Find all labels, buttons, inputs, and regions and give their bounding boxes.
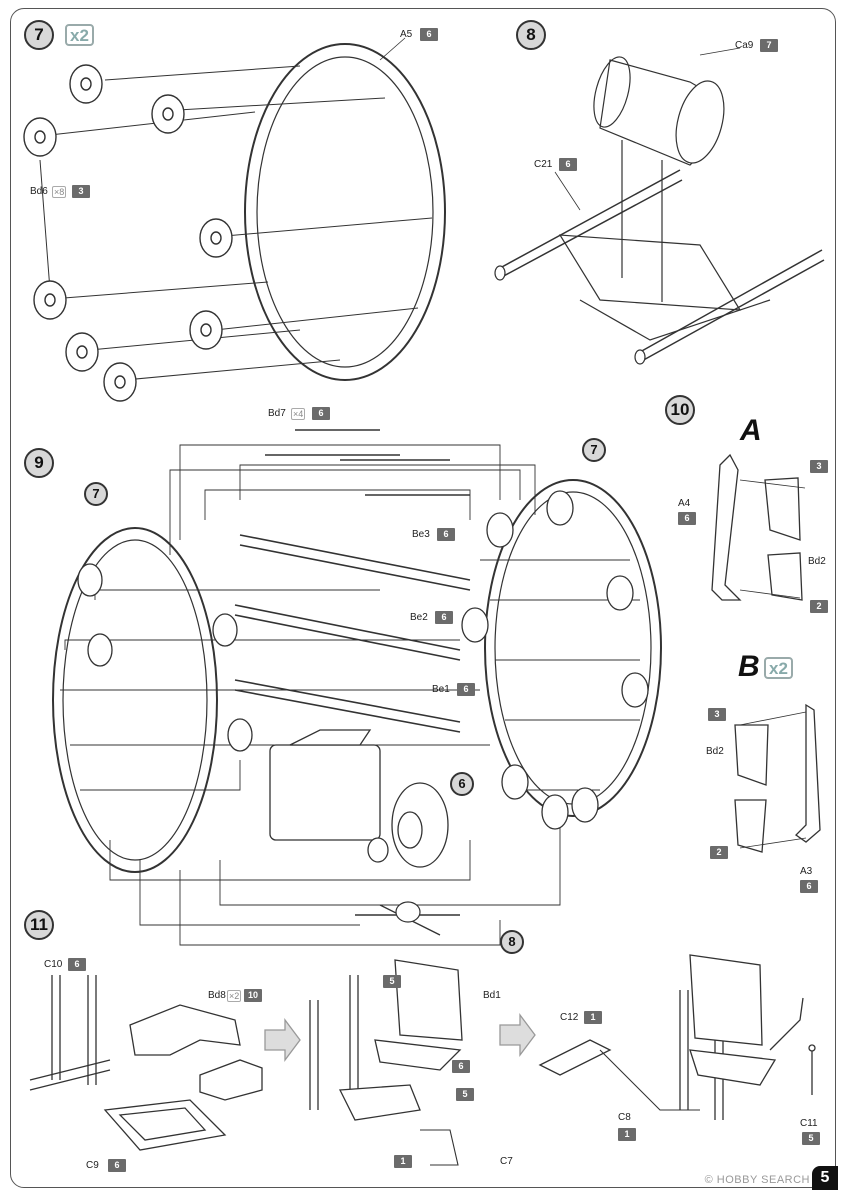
part-c11-label: C11	[800, 1118, 818, 1129]
page-number: 5	[812, 1166, 838, 1190]
part-be2-sprue: 6	[435, 611, 453, 624]
part-bd8-mult: ×2	[227, 990, 242, 1002]
part-10a-2-sprue: 2	[810, 600, 828, 613]
part-c8-sprue: 1	[618, 1128, 636, 1141]
step-7-number: 7	[24, 20, 54, 50]
part-c10-sprue: 6	[68, 958, 86, 971]
part-10a-bd2-label: Bd2	[808, 556, 826, 567]
step-10-variant-b: B	[738, 650, 760, 683]
part-a4-sprue: 6	[678, 512, 696, 525]
step9-drawing	[52, 429, 662, 946]
part-ca9-sprue: 7	[760, 39, 778, 52]
part-bd6-sprue: 3	[72, 185, 90, 198]
step-10-variant-b-multiplier: x2	[764, 657, 793, 679]
step7-drawing	[23, 37, 446, 402]
part-bd1-label: Bd1	[483, 990, 501, 1001]
part-a3-label: A3	[800, 866, 813, 877]
step-10-number: 10	[665, 395, 695, 425]
part-be3-label: Be3	[412, 529, 430, 540]
part-be3-sprue: 6	[437, 528, 455, 541]
step-9-ref-7-left: 7	[84, 482, 108, 506]
part-bd8-sprue: 10	[244, 989, 262, 1002]
part-bd6-label: Bd6	[30, 186, 48, 197]
part-c11-sprue: 5	[802, 1132, 820, 1145]
part-bd7-mult: ×4	[291, 408, 306, 420]
step-9-ref-6: 6	[450, 772, 474, 796]
step-9-number: 9	[24, 448, 54, 478]
part-a5-sprue: 6	[420, 28, 438, 41]
part-c10-label: C10	[44, 959, 63, 970]
part-a3-sprue: 6	[800, 880, 818, 893]
part-c7-label: C7	[500, 1156, 513, 1167]
step10-drawing	[711, 453, 821, 853]
part-be2-label: Be2	[410, 612, 428, 623]
step-10-variant-a: A	[740, 414, 762, 447]
part-c8-label: C8	[618, 1112, 631, 1123]
part-10a-3-sprue: 3	[810, 460, 828, 473]
part-bd6-mult: ×8	[52, 186, 67, 198]
part-bd7-label: Bd7	[268, 408, 286, 419]
part-a4-label: A4	[678, 498, 691, 509]
part-c12-sprue: 1	[584, 1011, 602, 1024]
step-8-number: 8	[516, 20, 546, 50]
part-c9-label: C9	[86, 1160, 99, 1171]
part-10b-bd2-label: Bd2	[706, 746, 724, 757]
part-10b-3-sprue: 3	[708, 708, 726, 721]
step-7-multiplier: x2	[65, 24, 94, 46]
part-11-6-sprue: 6	[452, 1060, 470, 1073]
part-a5-label: A5	[400, 29, 413, 40]
part-be1-sprue: 6	[457, 683, 475, 696]
part-10b-2-sprue: 2	[710, 846, 728, 859]
part-be1-label: Be1	[432, 684, 450, 695]
part-c21-sprue: 6	[559, 158, 577, 171]
part-bd8-label: Bd8	[208, 990, 226, 1001]
part-bd7-sprue: 6	[312, 407, 330, 420]
step-9-ref-7-right: 7	[582, 438, 606, 462]
part-11-5a-sprue: 5	[383, 975, 401, 988]
part-11-5b-sprue: 5	[456, 1088, 474, 1101]
part-c21-label: C21	[534, 159, 553, 170]
step8-drawing	[494, 47, 825, 365]
part-c9-sprue: 6	[108, 1159, 126, 1172]
watermark: © HOBBY SEARCH	[704, 1174, 810, 1186]
part-c7-sprue: 1	[394, 1155, 412, 1168]
part-ca9-label: Ca9	[735, 40, 754, 51]
part-c12-label: C12	[560, 1012, 579, 1023]
step-11-number: 11	[24, 910, 54, 940]
step11-drawing	[29, 954, 816, 1166]
step-9-ref-8: 8	[500, 930, 524, 954]
